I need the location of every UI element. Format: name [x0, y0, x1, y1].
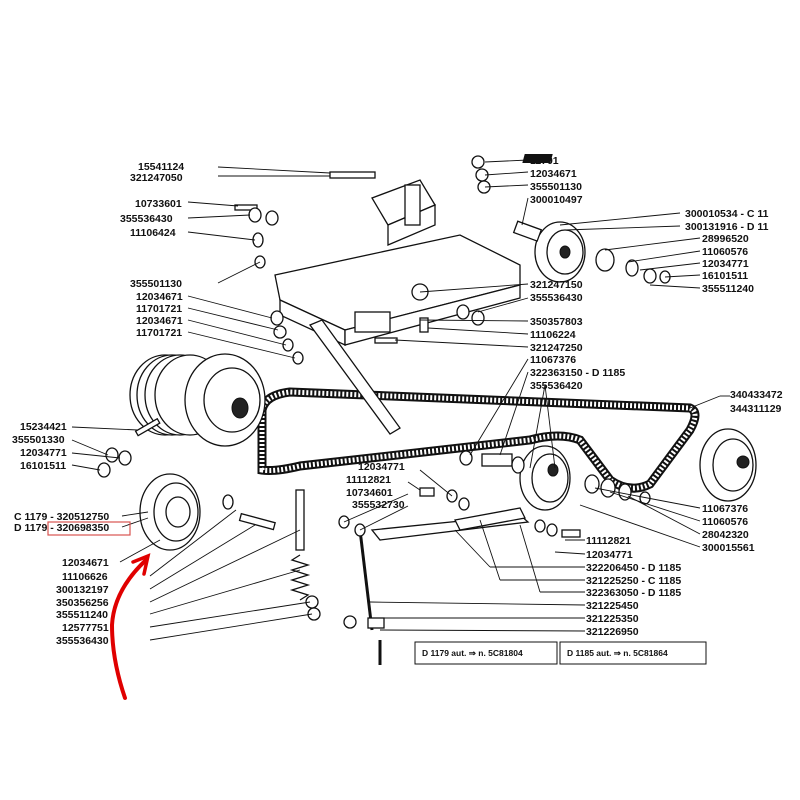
part-label: 16101511 — [20, 460, 66, 472]
part-label: 11701721 — [136, 327, 182, 339]
note-d1179: D 1179 aut. ⇒ n. 5C81804 — [422, 648, 523, 658]
part-label: C 1179 - 320512750 — [14, 511, 109, 523]
redaction-mark — [522, 154, 553, 163]
part-label: 12034771 — [20, 447, 67, 459]
part-label: 355501130 — [130, 278, 182, 290]
part-label: 10734601 — [346, 487, 393, 499]
leader-lines — [71, 159, 730, 641]
part-label: 11106224 — [530, 329, 576, 341]
drive-belt — [257, 387, 700, 493]
highlight-box — [47, 521, 131, 536]
part-label: 344311129 — [730, 403, 782, 415]
part-label: 12034771 — [586, 549, 633, 561]
part-label: 12034671 — [136, 291, 183, 303]
part-label: 340433472 — [730, 389, 783, 401]
part-label: 28042320 — [702, 529, 749, 541]
part-label: 11112821 — [346, 474, 391, 486]
part-label: 12577751 — [62, 622, 109, 634]
tensioner-assembly — [289, 487, 581, 665]
part-label: 12034671 — [530, 168, 577, 180]
part-label: 12034671 — [136, 315, 183, 327]
part-label: 16101511 — [702, 270, 748, 282]
part-label: 12034671 — [62, 557, 109, 569]
part-label: 321247050 — [130, 172, 183, 184]
part-label: 355536430 — [56, 635, 109, 647]
part-label: 355536430 — [120, 213, 173, 225]
part-label: 355511240 — [702, 283, 754, 295]
part-label: 355511240 — [56, 609, 108, 621]
far-right-pulley — [699, 428, 757, 502]
tension-arm — [308, 319, 401, 435]
part-label: 321225350 — [586, 613, 639, 625]
part-label: 321225250 - C 1185 — [586, 575, 681, 587]
part-label: 11067376 — [702, 503, 748, 515]
part-label: 12034771 — [358, 461, 405, 473]
part-label: 355501330 — [12, 434, 65, 446]
part-label: D 1179 - 320698350 — [14, 522, 109, 534]
part-label: 322363150 - D 1185 — [530, 367, 625, 379]
note-d1185: D 1185 aut. ⇒ n. 5C81864 — [567, 648, 668, 658]
part-label: 321247250 — [530, 342, 583, 354]
engine-pulley — [129, 353, 266, 447]
part-label: 300010534 - C 11 — [685, 208, 769, 220]
part-label: 350356256 — [56, 597, 109, 609]
part-label: 11060576 — [702, 516, 748, 528]
red-arrow-annotation — [109, 553, 151, 700]
part-label: 11060576 — [702, 246, 748, 258]
part-label: 11106424 — [130, 227, 176, 239]
idler-pulley — [459, 445, 651, 511]
part-label: 322206450 - D 1185 — [586, 562, 681, 574]
serial-notes: D 1179 aut. ⇒ n. 5C81804 D 1185 aut. ⇒ n… — [414, 641, 707, 665]
part-label: 300131916 - D 11 — [685, 221, 769, 233]
part-label: 300015561 — [702, 542, 755, 554]
part-label: 11106626 — [62, 571, 108, 583]
lower-left-pulley — [139, 473, 276, 551]
part-label: 15234421 — [20, 421, 67, 433]
part-label: 11701721 — [136, 303, 182, 315]
part-label: 321247150 — [530, 279, 583, 291]
part-label: 11112821 — [586, 535, 631, 547]
part-label: 355536430 — [530, 292, 583, 304]
part-label: 355501130 — [530, 181, 582, 193]
part-label: 300132197 — [56, 584, 109, 596]
part-label: 11067376 — [530, 354, 576, 366]
part-label: 10733601 — [135, 198, 182, 210]
part-label: 321226950 — [586, 626, 639, 638]
part-label: 350357803 — [530, 316, 583, 328]
part-label: 300010497 — [530, 194, 583, 206]
part-label: 322363050 - D 1185 — [586, 587, 681, 599]
part-label: 15541124 — [138, 161, 184, 173]
part-label: 12034771 — [702, 258, 749, 270]
part-label: 355536420 — [530, 380, 583, 392]
upper-right-pulley — [512, 220, 671, 284]
part-label: 28996520 — [702, 233, 749, 245]
part-label: 321225450 — [586, 600, 639, 612]
part-number-labels: 15541124 321247050 10733601 355536430 11… — [12, 155, 783, 647]
part-label: 355532730 — [352, 499, 405, 511]
